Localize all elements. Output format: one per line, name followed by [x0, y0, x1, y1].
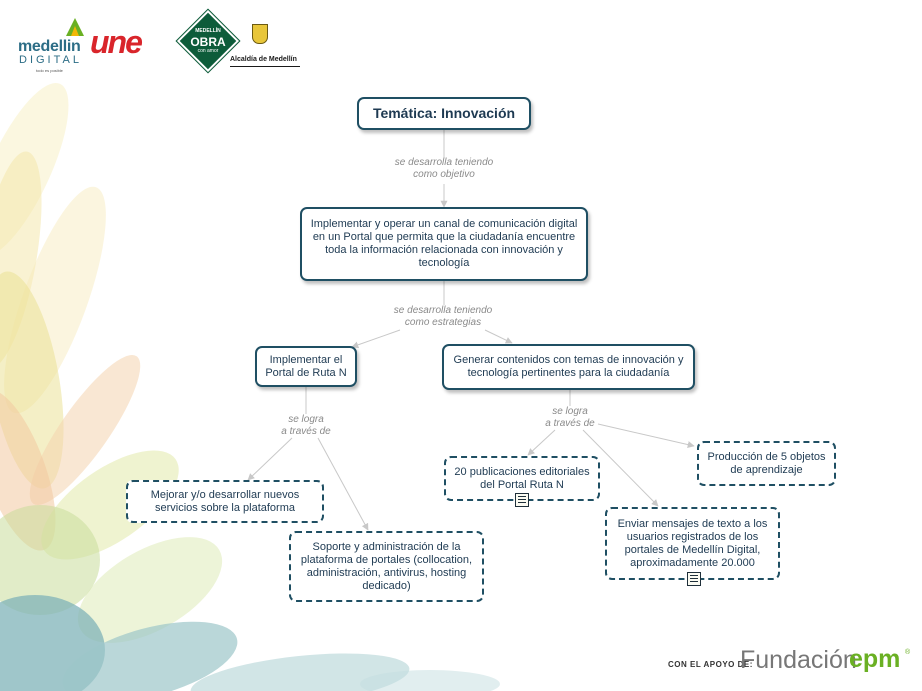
- objective-node[interactable]: Implementar y operar un canal de comunic…: [300, 207, 588, 281]
- phrase-line: a través de: [266, 426, 346, 438]
- phrase-line: se logra: [530, 406, 610, 418]
- strategy-portal-node[interactable]: Implementar el Portal de Ruta N: [255, 346, 357, 387]
- action-improve-services-node[interactable]: Mejorar y/o desarrollar nuevos servicios…: [126, 480, 324, 523]
- strategy-content-node[interactable]: Generar contenidos con temas de innovaci…: [442, 344, 695, 390]
- phrase-line: como objetivo: [374, 169, 514, 181]
- action-support-platform-node[interactable]: Soporte y administración de la plataform…: [289, 531, 484, 602]
- epm-logo-text: epm: [849, 645, 900, 674]
- sponsor-footer: CON EL APOYO DE: Fundación epm ®: [668, 646, 918, 680]
- registered-mark: ®: [905, 649, 910, 656]
- linking-phrase-means-1: se logra a través de: [266, 414, 346, 438]
- action-sms-messages-node[interactable]: Enviar mensajes de texto a los usuarios …: [605, 507, 780, 580]
- fundacion-text: Fundación: [740, 646, 857, 675]
- phrase-line: como estrategias: [372, 317, 514, 329]
- phrase-line: se logra: [266, 414, 346, 426]
- linking-phrase-objective: se desarrolla teniendo como objetivo: [374, 157, 514, 181]
- topic-title-node[interactable]: Temática: Innovación: [357, 97, 531, 130]
- action-learning-objects-node[interactable]: Producción de 5 objetos de aprendizaje: [697, 441, 836, 486]
- linking-phrase-strategies: se desarrolla teniendo como estrategias: [372, 305, 514, 329]
- phrase-line: a través de: [530, 418, 610, 430]
- phrase-line: se desarrolla teniendo: [372, 305, 514, 317]
- phrase-line: se desarrolla teniendo: [374, 157, 514, 169]
- document-icon[interactable]: [515, 493, 529, 507]
- linking-phrase-means-2: se logra a través de: [530, 406, 610, 430]
- document-icon[interactable]: [687, 572, 701, 586]
